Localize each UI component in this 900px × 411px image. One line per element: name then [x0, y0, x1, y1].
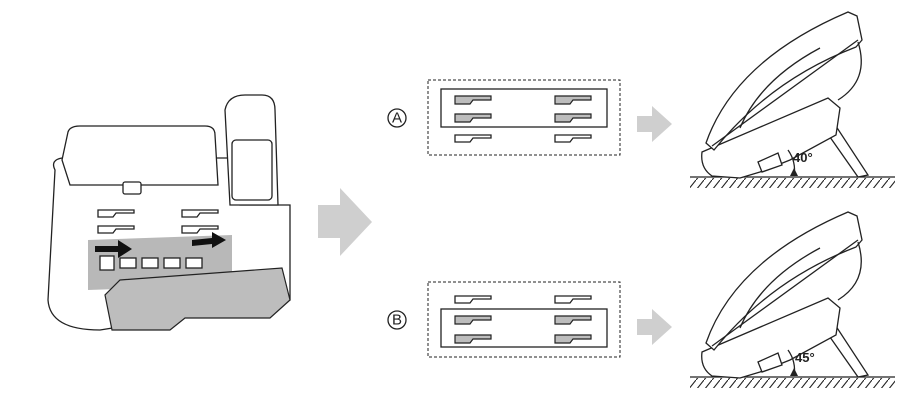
arrow-icon [637, 309, 672, 345]
angle-label-a: 40° [793, 150, 813, 165]
insert-arrow-right [192, 232, 226, 248]
angle-label-b: 45° [795, 350, 815, 365]
insert-arrow-left [95, 240, 132, 258]
option-b-label: B [392, 312, 402, 329]
option-a-label: A [392, 110, 402, 127]
big-arrow-icon [318, 188, 372, 256]
connector-ports [99, 255, 203, 271]
arrow-icon [637, 106, 672, 142]
phone-rear-view [47, 94, 291, 331]
option-b: B 45° [387, 211, 896, 389]
option-b-badge [387, 310, 407, 330]
option-a: A 40° [387, 11, 896, 189]
option-a-badge [387, 108, 407, 128]
